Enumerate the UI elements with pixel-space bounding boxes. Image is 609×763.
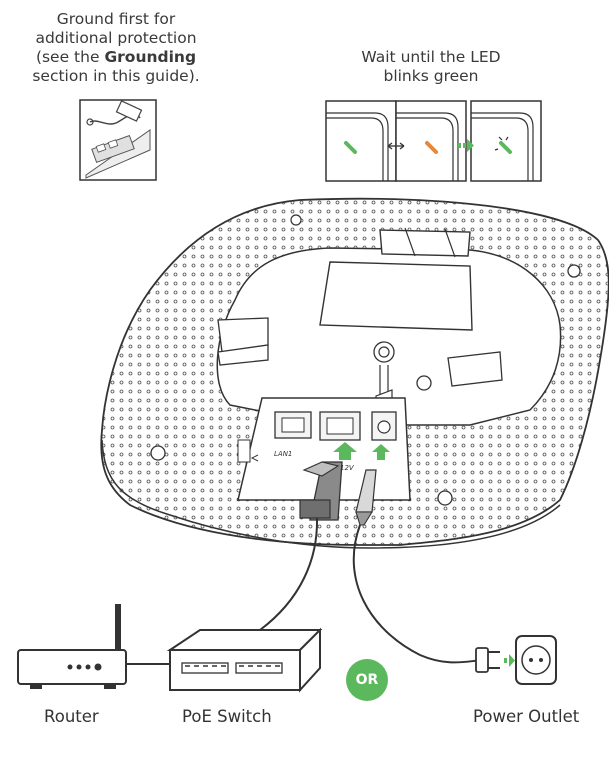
- lan-port-label: LAN1: [274, 450, 292, 458]
- led-panels: [325, 100, 542, 182]
- grounding-thumbnail: [79, 99, 157, 181]
- or-badge: OR: [346, 659, 388, 701]
- power-plug: [352, 469, 487, 664]
- poe-switch-label: PoE Switch: [182, 707, 272, 726]
- green-arrow-icon: [458, 139, 474, 152]
- grounding-caption-line4: section in this guide).: [32, 67, 200, 85]
- led-caption-line1: Wait until the LED: [361, 48, 501, 66]
- led-caption-line2: blinks green: [383, 67, 479, 85]
- led-stage-1: [344, 141, 357, 154]
- double-arrow-icon: [387, 142, 405, 150]
- grounding-caption-line3-pre: (see the: [35, 48, 105, 66]
- access-point: LAN1 12V: [100, 197, 609, 549]
- led-caption: Wait until the LED blinks green: [318, 48, 544, 86]
- grounding-caption-line3: (see the Grounding: [0, 48, 232, 67]
- ethernet-connector: [259, 461, 343, 631]
- power-port-label: 12V: [340, 464, 355, 472]
- router-label: Router: [44, 707, 99, 726]
- grounding-caption-line1: Ground first for: [56, 10, 176, 28]
- power-outlet-label: Power Outlet: [473, 707, 580, 726]
- poe-switch-icon: [166, 627, 323, 693]
- grounding-caption-bold: Grounding: [104, 48, 197, 66]
- grounding-caption: Ground first for additional protection (…: [0, 10, 232, 86]
- power-outlet-icon: [475, 635, 557, 685]
- led-stage-2: [425, 141, 438, 154]
- led-stage-3: [499, 141, 512, 154]
- router-icon: [17, 604, 127, 689]
- grounding-caption-line2: additional protection: [35, 29, 197, 47]
